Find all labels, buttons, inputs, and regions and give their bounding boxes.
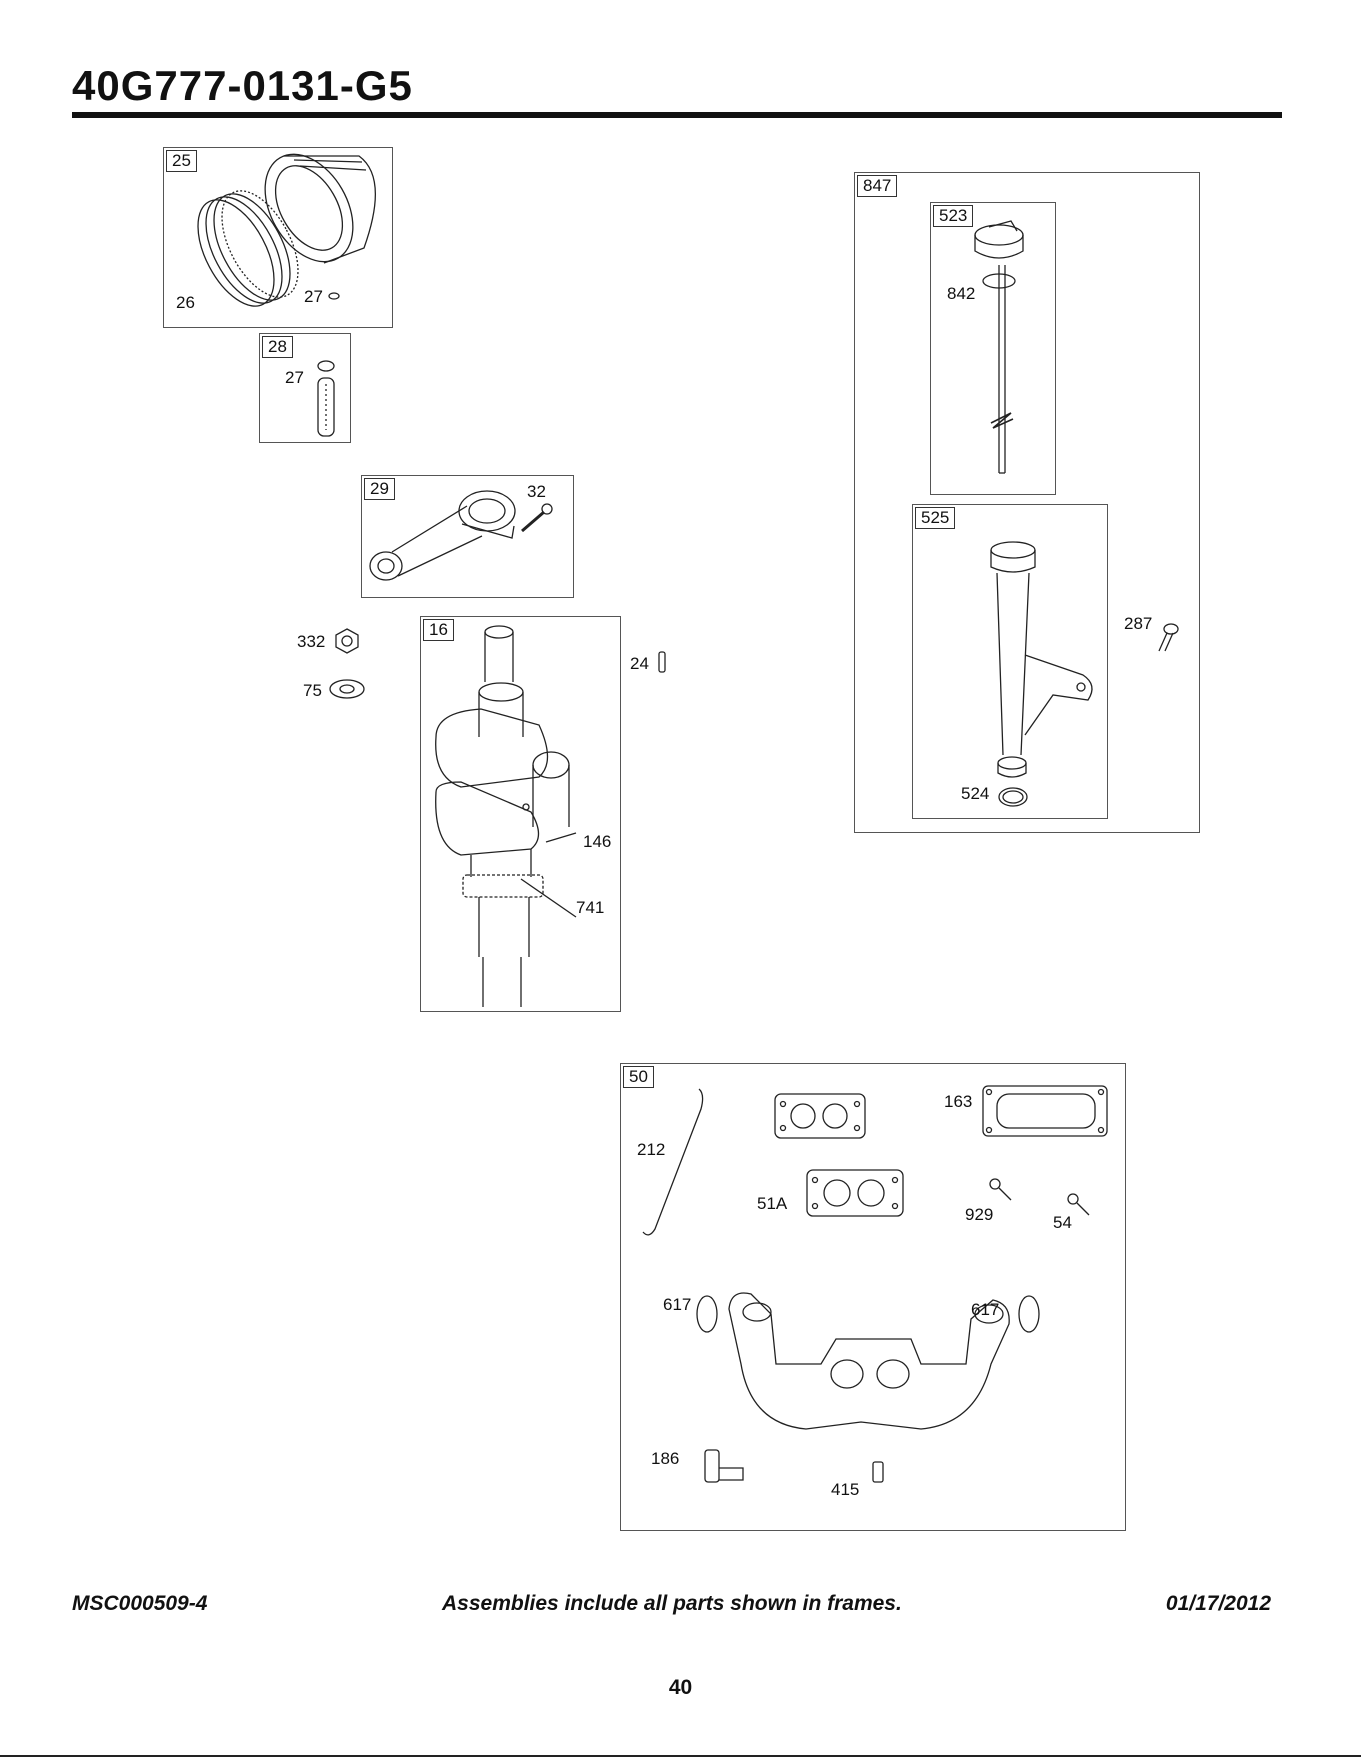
frame-847: 847 523 842 525	[854, 172, 1200, 833]
title-rule	[72, 112, 1282, 118]
piston-pin-drawing	[260, 334, 352, 444]
callout-51A: 51A	[757, 1194, 787, 1214]
page-number: 40	[0, 1676, 1361, 1700]
callout-415: 415	[831, 1480, 859, 1500]
frame-29: 29 32	[361, 475, 574, 598]
piston-drawing	[164, 148, 394, 329]
callout-54: 54	[1053, 1213, 1072, 1233]
callout-617: 617	[971, 1300, 999, 1320]
hex-nut-drawing	[333, 627, 361, 655]
bottom-rule	[0, 1755, 1361, 1757]
frame-25: 25 26 27	[163, 147, 393, 328]
callout-163: 163	[944, 1092, 972, 1112]
key-drawing	[656, 650, 668, 674]
dipstick-drawing	[931, 203, 1057, 496]
callout-32: 32	[527, 482, 546, 502]
callout-332: 332	[297, 632, 325, 652]
screw-287-drawing	[1153, 621, 1181, 655]
callout-617: 617	[663, 1295, 691, 1315]
callout-27: 27	[285, 368, 304, 388]
callout-842: 842	[947, 284, 975, 304]
callout-524: 524	[961, 784, 989, 804]
exhaust-parts-drawing	[621, 1064, 1127, 1532]
callout-287: 287	[1124, 614, 1152, 634]
callout-186: 186	[651, 1449, 679, 1469]
footer-doc-id: MSC000509-4	[72, 1592, 207, 1616]
washer-drawing	[327, 677, 367, 701]
footer-date: 01/17/2012	[1166, 1592, 1271, 1616]
dipstick-tube-drawing	[913, 505, 1109, 820]
crankshaft-drawing	[421, 617, 622, 1013]
frame-523: 523 842	[930, 202, 1056, 495]
page-title: 40G777-0131-G5	[72, 62, 413, 110]
footer-note: Assemblies include all parts shown in fr…	[442, 1592, 902, 1616]
callout-75: 75	[303, 681, 322, 701]
callout-24: 24	[630, 654, 649, 674]
callout-27: 27	[304, 287, 323, 307]
callout-929: 929	[965, 1205, 993, 1225]
frame-50: 50	[620, 1063, 1126, 1531]
frame-16: 16 146 741	[420, 616, 621, 1012]
frame-tag-847: 847	[857, 175, 897, 197]
callout-741: 741	[576, 898, 604, 918]
callout-146: 146	[583, 832, 611, 852]
frame-525: 525 524	[912, 504, 1108, 819]
callout-26: 26	[176, 293, 195, 313]
frame-28: 28 27	[259, 333, 351, 443]
callout-212: 212	[637, 1140, 665, 1160]
